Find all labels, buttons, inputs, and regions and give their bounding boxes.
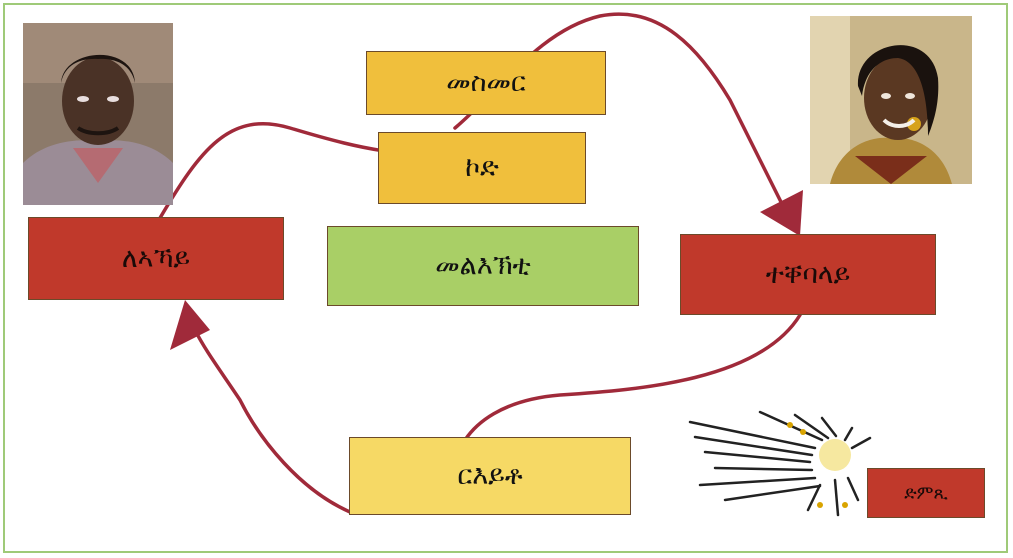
feedback-label: ርእይቶ [457,460,523,491]
receiver-box: ተቐባላይ [680,234,936,315]
channel-label: መስመር [446,67,526,98]
arrow-feedback-to-sender [193,328,352,514]
sender-label: ለኣኻይ [121,242,191,274]
receiver-photo [810,16,972,184]
receiver-label: ተቐባላይ [765,258,851,290]
noise-box: ድምጺ [867,468,985,518]
explosion-burst-icon [688,410,872,517]
code-label: ኮድ [465,152,499,183]
arrow-receiver-to-feedback [463,313,802,442]
noise-label: ድምጺ [904,482,948,504]
arrow-sender-to-code [158,122,394,220]
arrowhead-to-receiver [760,190,803,236]
sender-photo [23,23,173,205]
diagram-frame [3,3,1008,553]
sender-box: ለኣኻይ [28,217,284,300]
channel-box: መስመር [366,51,606,115]
arrowhead-to-sender [170,300,210,350]
code-box: ኮድ [378,132,586,204]
message-label: መልእኽቲ [435,250,531,281]
man-portrait-icon [23,23,173,205]
woman-portrait-icon [810,16,972,184]
feedback-box: ርእይቶ [349,437,631,515]
message-box: መልእኽቲ [327,226,639,306]
